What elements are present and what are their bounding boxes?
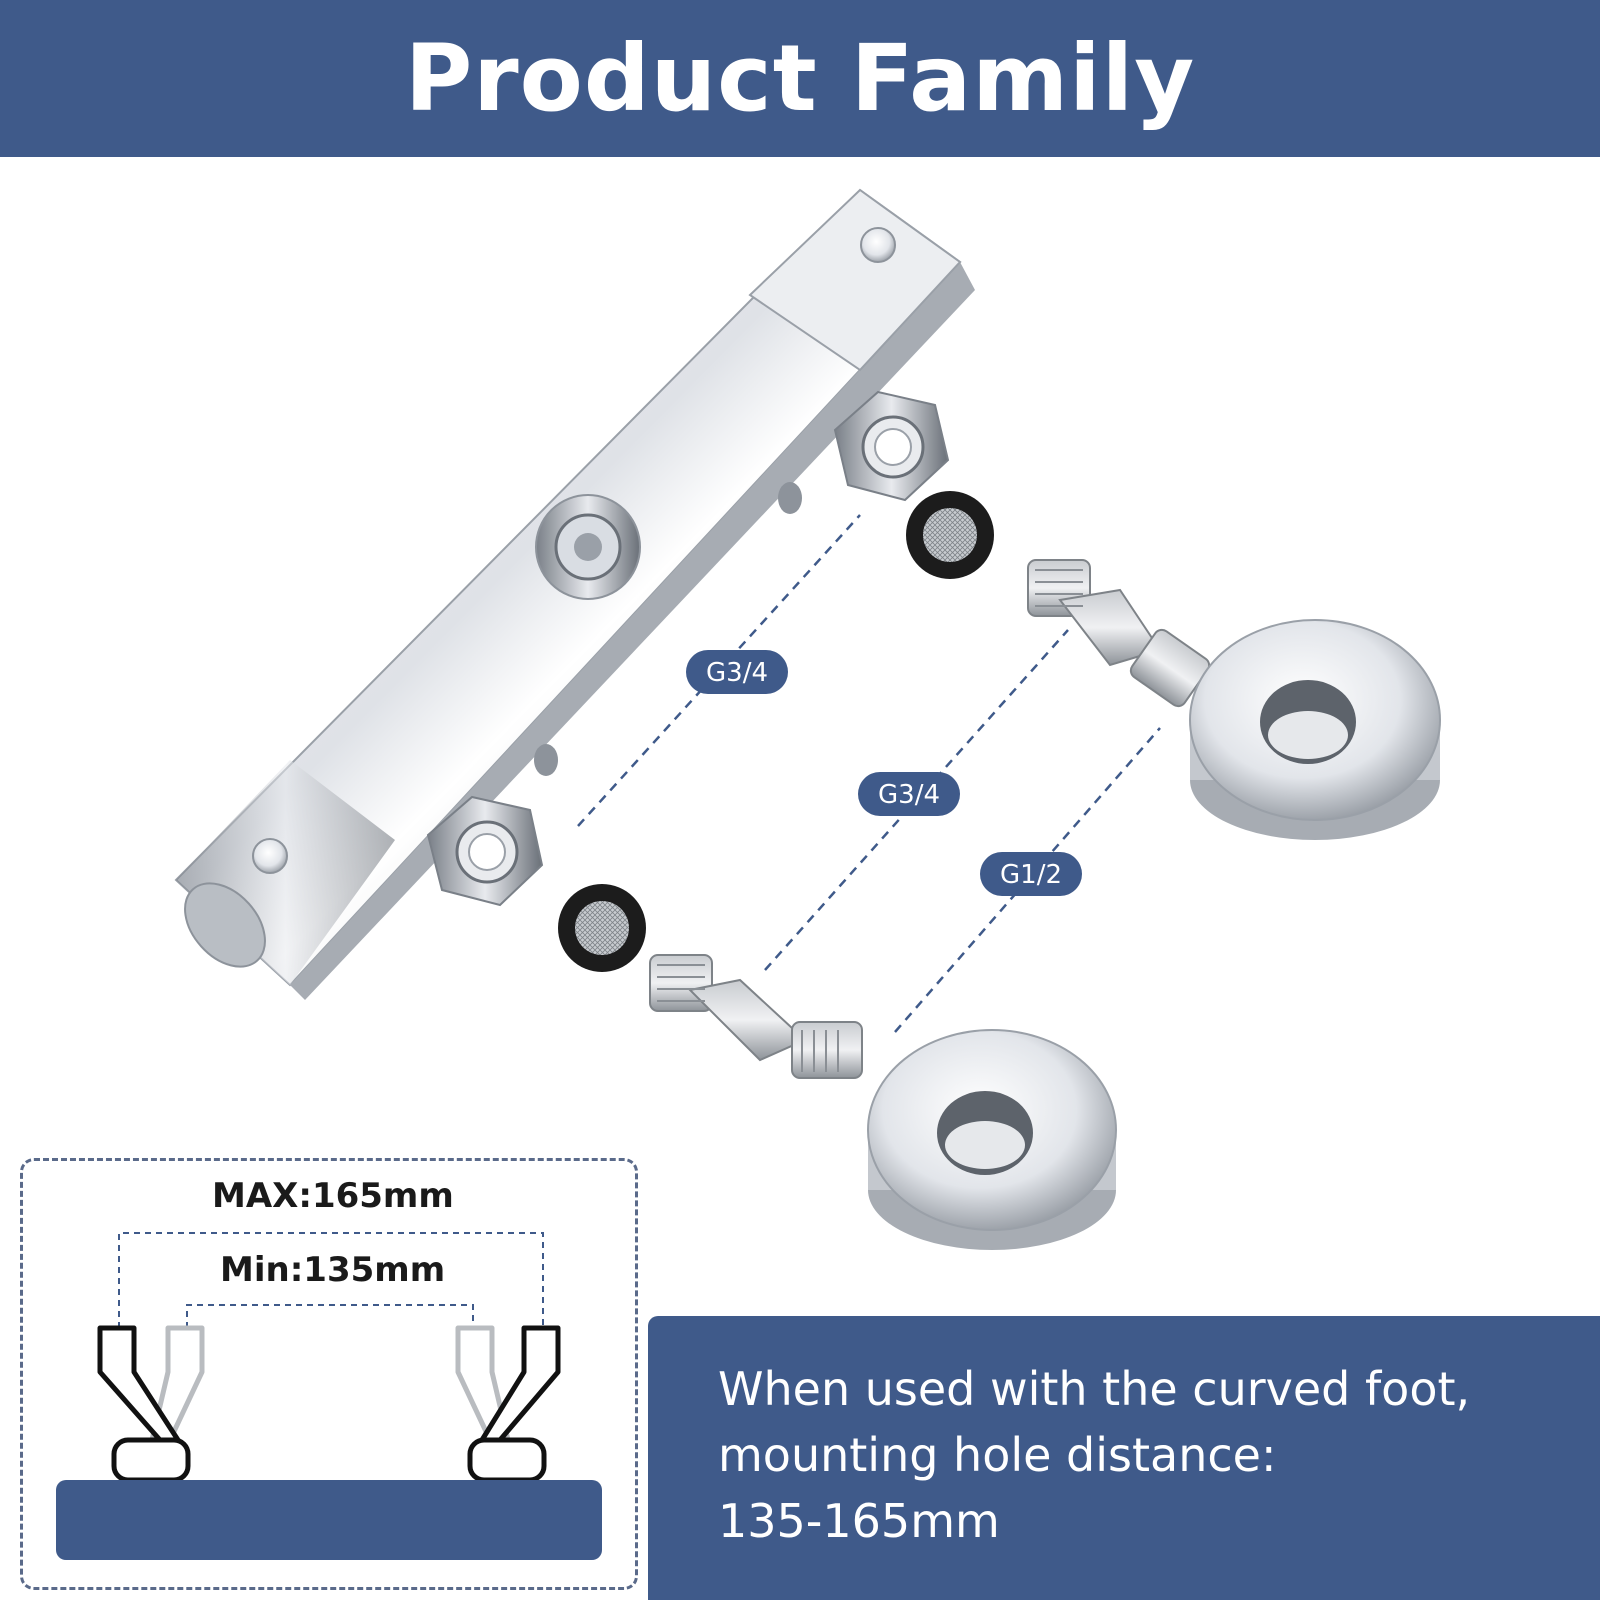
inlet-nut-upper	[833, 390, 950, 502]
product-illustration: G3/4 G3/4 G1/2	[174, 188, 1441, 1250]
max-distance-label: MAX:165mm	[212, 1176, 454, 1216]
info-line-2: mounting hole distance:	[718, 1428, 1277, 1482]
dimension-lines	[118, 1232, 544, 1328]
wall-base	[56, 1480, 602, 1560]
thread-label-3: G1/2	[1000, 860, 1062, 890]
filter-washer-lower	[558, 884, 646, 972]
header-banner: Product Family	[0, 0, 1600, 157]
thread-badge-g34-a: G3/4	[686, 650, 788, 694]
thread-label-2: G3/4	[878, 780, 940, 810]
filter-washer-upper	[906, 491, 994, 579]
foot-left	[97, 1325, 205, 1483]
curved-foot-upper	[1027, 559, 1211, 708]
wall-rosette-upper	[1189, 619, 1441, 840]
info-line-3: 135-165mm	[718, 1494, 1000, 1548]
thread-label-1: G3/4	[706, 658, 768, 688]
curved-foot-lower	[649, 954, 863, 1079]
dimension-drawing	[56, 1232, 602, 1560]
min-distance-label: Min:135mm	[220, 1250, 446, 1290]
dimension-diagram	[20, 1158, 638, 1590]
inlet-nut-lower	[426, 795, 544, 907]
info-line-1: When used with the curved foot,	[718, 1362, 1471, 1416]
foot-right	[455, 1325, 561, 1483]
thread-badge-g34-b: G3/4	[858, 772, 960, 816]
info-panel: When used with the curved foot, mounting…	[648, 1316, 1600, 1600]
wall-rosette-lower	[867, 1029, 1117, 1250]
page-title: Product Family	[404, 25, 1196, 132]
thread-badge-g12: G1/2	[980, 852, 1082, 896]
